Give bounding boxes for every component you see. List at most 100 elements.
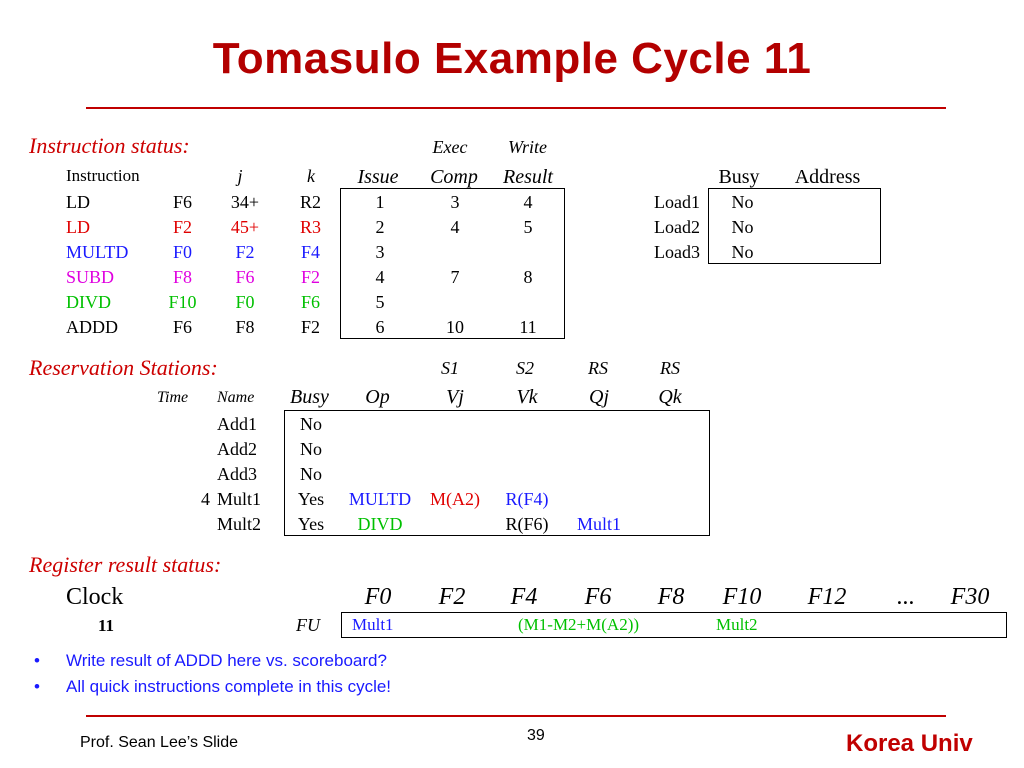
register-header: F0 [364, 584, 392, 610]
header-write: Write [508, 137, 547, 157]
instruction-k: F2 [300, 317, 320, 337]
bullet-dot: • [34, 677, 40, 696]
rs-busy: Yes [297, 514, 325, 534]
page-number: 39 [527, 727, 545, 744]
header-j: j [237, 166, 243, 186]
fu-f6: (M1-M2+M(A2)) [518, 615, 640, 634]
instruction-op: SUBD [66, 267, 115, 287]
register-header: F30 [950, 584, 990, 610]
rs-busy: No [300, 414, 322, 434]
rs-busy: Yes [297, 489, 325, 509]
instruction-issue: 3 [375, 242, 385, 262]
instruction-dest: F10 [168, 292, 197, 312]
fu-f0: Mult1 [352, 615, 394, 634]
instruction-op: MULTD [66, 242, 129, 262]
load-buffer-name: Load1 [654, 192, 700, 212]
load-buffer-busy: No [731, 217, 754, 237]
rs-name: Add2 [217, 439, 257, 459]
header-load-address: Address [794, 166, 861, 188]
register-header: F12 [807, 584, 847, 610]
register-fu-box [341, 612, 1007, 638]
load-buffer-busy: No [731, 192, 754, 212]
header-rs-qk: RS [660, 358, 680, 378]
rs-op: DIVD [357, 514, 403, 534]
instruction-k: F4 [300, 242, 320, 262]
rs-name: Add3 [217, 464, 257, 484]
clock-value: 11 [98, 616, 115, 635]
bullet-item: All quick instructions complete in this … [66, 677, 392, 696]
header-s2: S2 [516, 358, 534, 378]
footer-divider [86, 715, 946, 717]
register-header: F4 [510, 584, 538, 610]
footer-organization: Korea Univ [846, 730, 973, 757]
header-vk: Vk [516, 386, 538, 408]
footer-author: Prof. Sean Lee’s Slide [80, 734, 239, 751]
rs-time: 4 [201, 489, 210, 509]
fu-f10: Mult2 [716, 615, 758, 634]
header-rs-busy: Busy [290, 386, 329, 408]
instruction-dest: F8 [172, 267, 192, 287]
instruction-write-result: 4 [523, 192, 533, 212]
header-name: Name [217, 389, 255, 406]
instruction-k: F6 [300, 292, 320, 312]
instruction-issue: 4 [375, 267, 385, 287]
reservation-station-box [284, 410, 710, 536]
header-result: Result [503, 166, 553, 188]
rs-name: Add1 [217, 414, 257, 434]
header-qj: Qj [589, 386, 609, 408]
instruction-issue: 1 [375, 192, 385, 212]
instruction-k: R3 [299, 217, 321, 237]
instruction-exec-comp: 7 [450, 267, 460, 287]
instruction-j: F8 [235, 317, 255, 337]
fu-label: FU [296, 615, 320, 635]
instruction-j: 45+ [230, 217, 260, 237]
instruction-issue: 5 [375, 292, 385, 312]
instruction-status-box [340, 188, 565, 339]
title-divider [86, 107, 946, 109]
rs-name: Mult2 [217, 514, 262, 534]
header-exec: Exec [432, 137, 468, 157]
instruction-write-result: 11 [519, 317, 537, 337]
instruction-j: F2 [235, 242, 255, 262]
rs-busy: No [300, 464, 322, 484]
instruction-op: ADDD [66, 317, 118, 337]
header-comp: Comp [430, 166, 478, 188]
rs-op: MULTD [348, 489, 412, 509]
instruction-op: LD [66, 217, 90, 237]
rs-vj: M(A2) [430, 489, 480, 509]
instruction-dest: F0 [172, 242, 192, 262]
rs-vk: R(F6) [505, 514, 549, 534]
bullet-dot: • [34, 651, 40, 670]
clock-label: Clock [66, 584, 124, 610]
load-buffer-box [708, 188, 881, 264]
register-header: F8 [657, 584, 685, 610]
slide-title: Tomasulo Example Cycle 11 [212, 34, 812, 83]
header-issue: Issue [357, 166, 399, 188]
instruction-j: 34+ [230, 192, 260, 212]
rs-busy: No [300, 439, 322, 459]
instruction-exec-comp: 4 [450, 217, 460, 237]
header-vj: Vj [446, 386, 464, 408]
header-instruction: Instruction [66, 166, 140, 185]
instruction-dest: F6 [172, 317, 192, 337]
instruction-dest: F2 [172, 217, 192, 237]
header-qk: Qk [658, 386, 682, 408]
register-header: F10 [722, 584, 762, 610]
instruction-write-result: 5 [523, 217, 533, 237]
instruction-op: LD [66, 192, 90, 212]
register-header: ... [897, 584, 915, 610]
load-buffer-busy: No [731, 242, 754, 262]
instruction-dest: F6 [172, 192, 192, 212]
register-header: F2 [438, 584, 466, 610]
header-time: Time [157, 389, 189, 406]
rs-qj: Mult1 [576, 514, 621, 534]
instruction-exec-comp: 3 [450, 192, 460, 212]
register-header: F6 [584, 584, 612, 610]
header-load-busy: Busy [718, 166, 760, 188]
instruction-k: F2 [300, 267, 320, 287]
instruction-op: DIVD [66, 292, 111, 312]
instruction-j: F6 [235, 267, 255, 287]
rs-name: Mult1 [217, 489, 262, 509]
bullet-item: Write result of ADDD here vs. scoreboard… [66, 651, 387, 670]
register-result-status-label: Register result status: [29, 552, 222, 577]
